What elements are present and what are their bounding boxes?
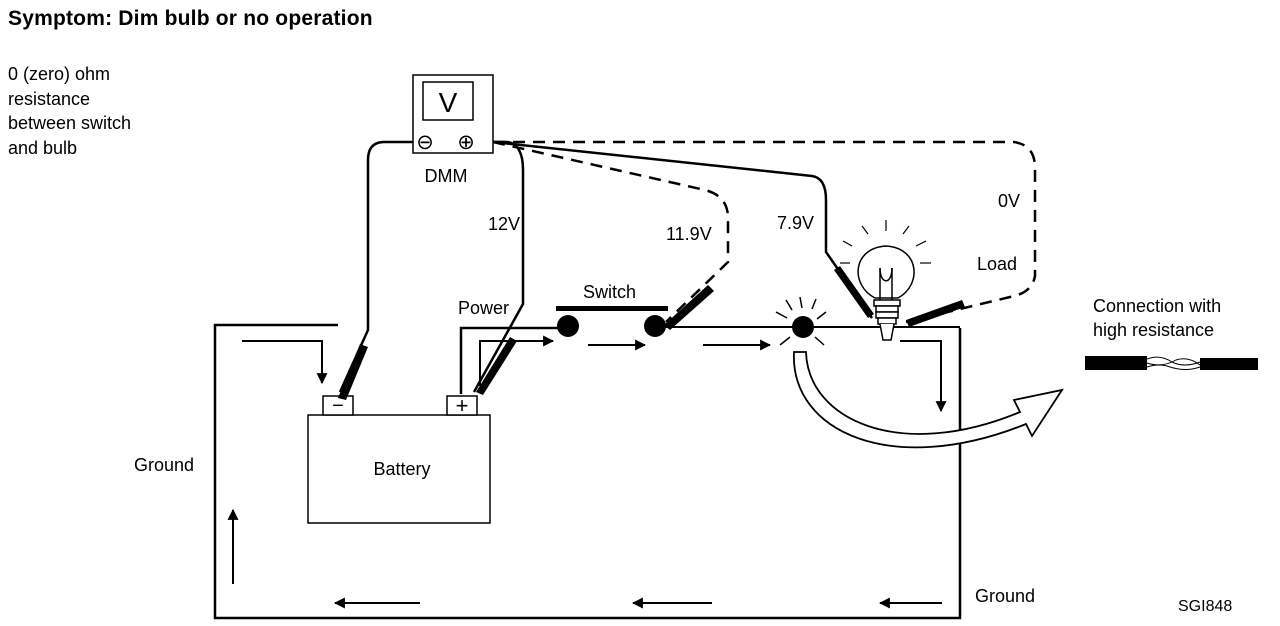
lead-0v [493,140,1037,324]
probe-leads-dashed [492,140,1037,324]
reading-0v: 0V [998,191,1020,211]
battery-negative-terminal [322,395,354,416]
probe-leads [338,140,874,393]
ground-label-bottom: Ground [975,586,1035,606]
dmm-display-unit: V [439,87,458,118]
switch-label: Switch [583,282,636,302]
switch-contact-left [557,315,579,337]
figure-id: SGI848 [1178,598,1232,615]
load-label: Load [977,254,1017,274]
bulb [840,220,931,341]
bypass-arrow [793,351,1064,449]
reading-7-9v: 7.9V [777,213,814,233]
high-resistance-point [775,296,827,346]
current-flow-arrows [227,335,947,609]
bulb-glow-rays [840,220,931,264]
reading-11-9v: 11.9V [666,224,712,244]
switch [556,306,668,337]
battery-positive-terminal [446,395,478,416]
switch-contact-right [644,315,666,337]
dmm-label: DMM [425,166,468,186]
connection-high-resistance-label: Connection with high resistance [1093,296,1222,340]
probe-tips [338,266,965,400]
dmm-meter: V ⊖ ⊕ DMM [412,74,494,186]
symptom-title: Symptom: Dim bulb or no operation [8,7,373,30]
battery-minus-sign: − [332,395,344,417]
lead-12v [472,140,525,393]
frayed-wire-icon [1085,356,1258,370]
battery-plus-sign: + [456,393,469,418]
dmm-display [422,81,474,121]
battery: − + Battery [307,393,491,524]
power-label: Power [458,298,509,318]
reading-12v: 12V [488,214,520,234]
dmm-minus-jack-icon: ⊖ [416,131,434,154]
battery-label: Battery [373,459,430,479]
lead-7-9v [492,140,874,319]
dmm-plus-jack-icon: ⊕ [457,131,475,154]
ground-label-left: Ground [134,455,194,475]
zero-ohm-note: 0 (zero) ohm resistance between switch a… [8,64,132,158]
lead-negative [338,140,413,393]
